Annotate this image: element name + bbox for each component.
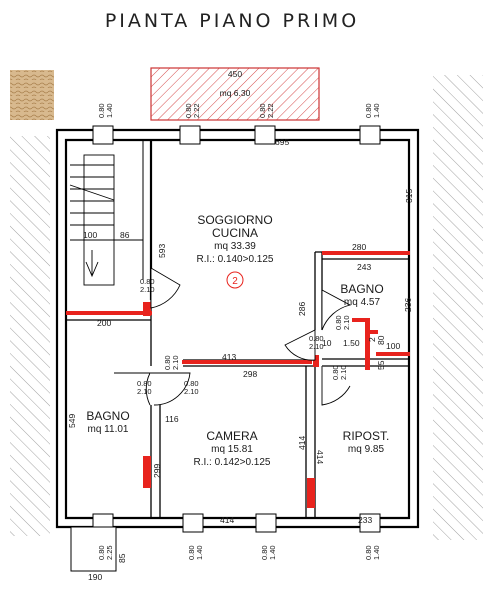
red-wall-segment [376, 352, 410, 356]
door-label: 2.10 [140, 285, 155, 294]
dimension-label: 85 [117, 553, 127, 563]
window-label: 0.80 [258, 103, 267, 118]
dimension-label: 190 [88, 572, 102, 582]
balcony-width: 450 [228, 69, 242, 79]
dimension-label: 243 [357, 262, 371, 272]
door-label: 0.80 [137, 379, 152, 388]
dimension-label: 414 [220, 515, 234, 525]
room-name-bagno-top: BAGNO [340, 282, 383, 296]
dimension-label: 414 [315, 450, 325, 464]
windows [70, 125, 381, 572]
window-label: 0.80 [364, 103, 373, 118]
red-wall-segment [370, 330, 378, 334]
room-name-ripost: RIPOST. [343, 429, 390, 443]
window-label: 1.40 [268, 545, 277, 560]
window-label: 2.22 [192, 103, 201, 118]
dimension-label: 233 [358, 515, 372, 525]
dimension-label: 2 [367, 337, 377, 342]
dimension-label: 299 [152, 464, 162, 478]
dimension-label: 549 [67, 414, 77, 428]
window-label: 0.80 [97, 103, 106, 118]
room-name-soggiorno: SOGGIORNO [197, 213, 272, 227]
window-label: 2.22 [266, 103, 275, 118]
dimension-label: 200 [97, 318, 111, 328]
red-wall-segment [352, 318, 370, 322]
dimension-label: 236 [403, 298, 413, 312]
door-label: 2.10 [137, 387, 152, 396]
staircase [69, 154, 143, 286]
door-label: 0.80 [334, 315, 343, 330]
room-area-ripost: mq 9.85 [348, 444, 385, 455]
room-area-bagno-left: mq 11.01 [88, 424, 129, 435]
red-wall-segment [307, 478, 315, 508]
red-wall-segment [143, 456, 151, 488]
window-label: 1.40 [195, 545, 204, 560]
dimension-label: 80 [376, 335, 386, 345]
door-labels: 0.80 2.10 0.80 2.10 0.80 2.10 0.80 2.10 … [137, 277, 351, 396]
red-wall-segment [365, 318, 370, 370]
red-wall-segment [143, 302, 151, 316]
window-labels: 0.80 1.40 0.80 2.22 0.80 2.22 0.80 1.40 … [97, 103, 381, 560]
window-label: 0.80 [260, 545, 269, 560]
red-wall-segment [182, 360, 312, 364]
adjacent-wall-right [433, 75, 483, 540]
door-label: 2.10 [171, 355, 180, 370]
door-label: 0.80 [163, 355, 172, 370]
window-label: 1.40 [372, 103, 381, 118]
door-label: 2.10 [342, 315, 351, 330]
door-label: 0.80 [184, 379, 199, 388]
red-wall-segment [322, 251, 410, 255]
dimension-label: 695 [275, 137, 289, 147]
door-label: 0.80 [331, 365, 340, 380]
window-label: 1.40 [372, 545, 381, 560]
room-marker-circle [226, 271, 244, 289]
room-name-cucina: CUCINA [212, 226, 258, 240]
stair-width-100: 100 [83, 230, 97, 240]
outer-wall-inner [64, 138, 411, 520]
plan-title: PIANTA PIANO PRIMO [105, 10, 359, 32]
dimension-label: 280 [352, 242, 366, 252]
red-wall-segment [313, 355, 319, 367]
window-label: 0.80 [187, 545, 196, 560]
window-label: 2.25 [105, 545, 114, 560]
window-label: 1.40 [105, 103, 114, 118]
door-label: 0.80 [309, 334, 324, 343]
dimension-label: 55 [376, 360, 386, 370]
stair-width-86: 86 [120, 230, 130, 240]
room-name-camera: CAMERA [206, 429, 257, 443]
window-label: 0.80 [364, 545, 373, 560]
window-label: 0.80 [184, 103, 193, 118]
door-label: 2.10 [339, 365, 348, 380]
outer-wall [55, 128, 420, 529]
door-swings [114, 267, 352, 406]
room-area-bagno-top: mq 4.57 [344, 297, 381, 308]
room-name-bagno-left: BAGNO [86, 409, 129, 423]
dimension-label: 10 [322, 338, 332, 348]
window-label: 0.80 [97, 545, 106, 560]
balcony-area: mq 6.30 [220, 88, 251, 98]
room-area-camera: mq 15.81 [211, 444, 253, 455]
dimension-label: 100 [386, 341, 400, 351]
dimension-label: 116 [165, 414, 179, 424]
dimension-label: 413 [222, 352, 236, 362]
room-area-soggiorno: mq 33.39 [214, 241, 256, 252]
door-label: 2.10 [309, 342, 324, 351]
dimension-label: 286 [297, 302, 307, 316]
dimension-label: 1.50 [343, 338, 360, 348]
room-ri-soggiorno: R.I.: 0.140>0.125 [196, 254, 273, 265]
adjacent-wall-left [10, 136, 50, 536]
dimension-label: 593 [157, 244, 167, 258]
dimension-labels: 695 315 593 280 243 236 286 200 413 298 … [67, 137, 414, 582]
dimension-label: 414 [297, 436, 307, 450]
red-wall-segment [66, 311, 152, 315]
roof-tiles [10, 70, 54, 120]
door-label: 2.10 [184, 387, 199, 396]
room-ri-camera: R.I.: 0.142>0.125 [193, 457, 270, 468]
dimension-label: 298 [243, 369, 257, 379]
room-marker-number: 2 [232, 276, 238, 287]
door-label: 0.80 [140, 277, 155, 286]
dimension-label: 315 [404, 189, 414, 203]
balcony [150, 67, 320, 121]
